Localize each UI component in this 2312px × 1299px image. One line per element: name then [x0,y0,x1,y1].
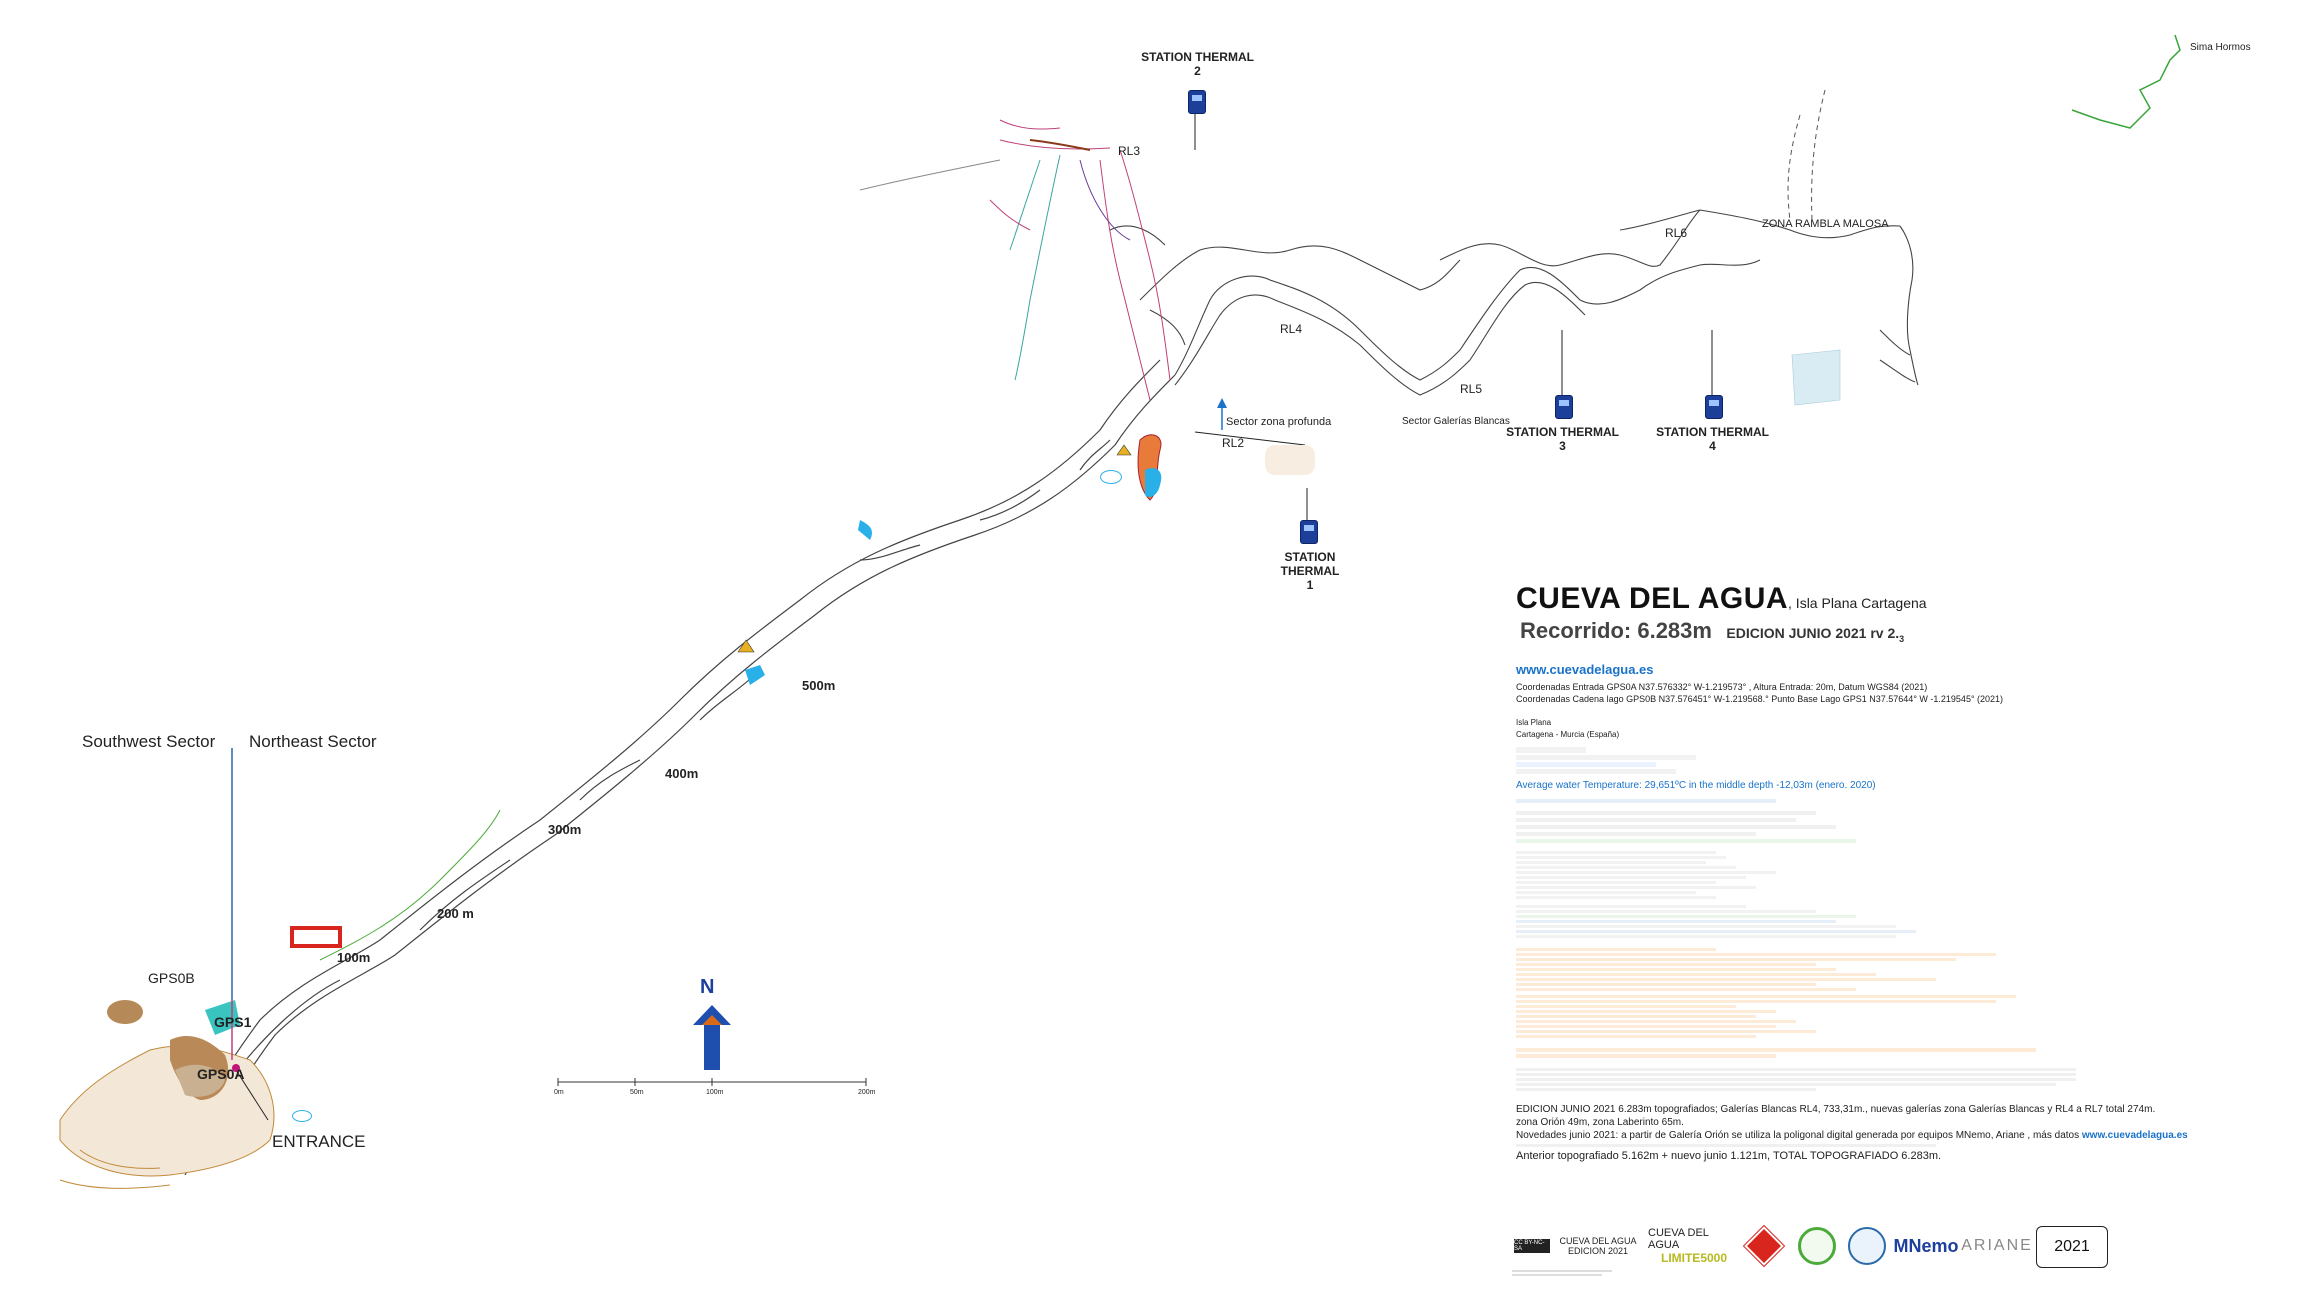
station-thermal-4-label: STATION THERMAL 4 [1656,425,1769,453]
green-branch [319,809,501,961]
sector-galerias-label: Sector Galerías Blancas [1402,416,1510,427]
scale-tick-100: 100m [706,1089,724,1096]
rl4-label: RL4 [1280,322,1303,336]
scale-tick-50: 50m [630,1089,644,1096]
sector-profunda-arrowhead [1217,398,1227,408]
rl3-area [1029,139,1091,151]
cave-main-passage [169,359,1176,1176]
logos-fine-print [1512,1270,1622,1276]
distance-500m-label: 500m [802,678,836,693]
recorrido-row: Recorrido: 6.283m EDICION JUNIO 2021 rv … [1520,618,2276,644]
highlight-box [290,926,342,948]
north-arrow [693,1005,731,1070]
novedades-row: Novedades junio 2021: a partir de Galerí… [1516,1129,2276,1142]
water-mid [858,520,872,540]
zona-rambla-label: ZONA RAMBLA MALOSA [1762,218,1889,230]
cave-rl3-branches [859,119,1171,401]
scale-tick-200: 200m [858,1089,876,1096]
novedades-link[interactable]: www.cuevadelagua.es [2081,1130,2188,1142]
edicion-junio-line-1: EDICION JUNIO 2021 6.283m topografiados;… [1516,1104,2156,1116]
warning-icon [737,639,755,653]
novedades-text: Novedades junio 2021: a partir de Galerí… [1516,1130,2080,1142]
sima-hormos-path [2071,34,2181,129]
coordinates-line-1: Coordenadas Entrada GPS0A N37.576332° W-… [1516,682,1928,693]
gps0a-label: GPS0A [197,1066,245,1082]
legend-block: CUEVA DEL AGUA, Isla Plana Cartagena Rec… [1516,582,2276,1163]
scale-bar [557,1078,867,1086]
gps0b-label: GPS0B [148,970,195,986]
station-thermal-3-label: STATION THERMAL 3 [1506,425,1619,453]
north-label: N [700,976,715,998]
rambla-dashed [1787,89,1826,221]
station-thermal-2-label: STATION THERMAL 2 [1141,50,1254,78]
scale-tick-0: 0m [554,1089,564,1096]
northeast-sector-label: Northeast Sector [249,732,377,751]
fine-print-block-2 [1516,799,2276,1092]
temperature-line: Average water Temperature: 29,651ºC in t… [1516,780,1876,792]
ariane-logo: ARIANE [1961,1237,2033,1254]
edicion-text: EDICION JUNIO 2021 rv 2. [1726,625,1900,641]
distance-300m-label: 300m [548,822,582,837]
distance-100m-label: 100m [337,950,371,965]
distance-400m-label: 400m [665,766,699,781]
cave-title: CUEVA DEL AGUA [1516,582,1789,615]
rl2-water [1137,434,1162,501]
cave-subtitle: , Isla Plana Cartagena [1788,595,1927,611]
rl3-label: RL3 [1118,144,1141,158]
water-rl6 [1791,349,1841,406]
annotation-blob [292,1110,312,1122]
edicion-logo: CUEVA DEL AGUA EDICION 2021 [1559,1236,1637,1256]
entrance-pointer [235,1069,269,1121]
annotation-blob [1265,445,1315,475]
place-line-2: Cartagena - Murcia (España) [1516,730,1620,740]
anterior-line: Anterior topografiado 5.162m + nuevo jun… [1516,1150,1942,1163]
legend-title-row: CUEVA DEL AGUA, Isla Plana Cartagena [1516,582,2276,616]
cc-license-logo: CC BY-NC-SA [1512,1226,1552,1266]
edicion-subscript: 3 [1899,634,1905,645]
recorrido-text: Recorrido: 6.283m [1520,618,1712,643]
rl2-label: RL2 [1222,436,1245,450]
distance-200m-label: 200 m [437,906,474,921]
annotation-blob [1100,470,1122,484]
green-circle-logo [1796,1226,1838,1266]
rl6-label: RL6 [1665,226,1688,240]
station-thermal-1-label: STATION THERMAL 1 [1280,550,1340,592]
cueva-limite-logo: CUEVA DEL AGUA LIMITE5000 [1648,1227,1728,1265]
entrance-label: ENTRANCE [272,1132,366,1151]
edicion-junio-notes: EDICION JUNIO 2021 6.283m topografiados;… [1516,1103,2276,1163]
blue-seal-logo [1846,1226,1888,1266]
warning-icon [1116,444,1132,456]
fine-print-block-1 [1516,747,1776,775]
thermal-station-1-icon [1300,520,1318,544]
water-500m [745,665,765,685]
cave-ne-passage [1109,209,1919,396]
entrance-marker [232,1064,240,1072]
rl5-label: RL5 [1460,382,1483,396]
edicion-junio-line-2: zona Orión 49m, zona Laberinto 65m. [1516,1117,1684,1129]
gps1-label: GPS1 [214,1014,252,1030]
coordinates-line-2: Coordenadas Cadena lago GPS0B N37.576451… [1516,694,2004,705]
thermal-station-2-icon [1188,90,1206,114]
club-flag-logo [1744,1226,1784,1266]
place-line-1: Isla Plana [1516,718,1552,728]
southwest-sector-label: Southwest Sector [82,732,216,751]
sima-hormos-label: Sima Hormos [2190,42,2251,53]
mnemo-logo: MNemo [1893,1235,1959,1256]
sector-profunda-label: Sector zona profunda [1226,416,1332,428]
year-badge-logo: 2021 [2036,1226,2108,1268]
thermal-station-3-icon [1555,395,1573,419]
rl2-pointer [1194,431,1306,446]
website-link[interactable]: www.cuevadelagua.es [1516,662,1654,678]
thermal-station-4-icon [1705,395,1723,419]
